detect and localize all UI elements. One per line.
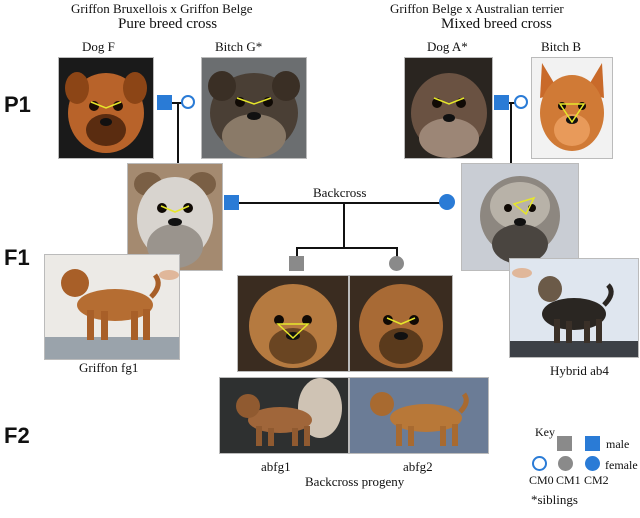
- dog-f-label: Dog F: [82, 39, 115, 54]
- key-male-label: male: [606, 437, 630, 451]
- bitch-g-photo: [201, 57, 307, 159]
- f1-male-symbol: [224, 195, 239, 210]
- abfg1-label: abfg1: [261, 459, 291, 474]
- key-cm0-label: CM0: [529, 473, 554, 487]
- key-title: Key: [535, 425, 555, 439]
- hybrid-ab4-photo: [509, 258, 639, 358]
- offspring-bar: [296, 247, 397, 249]
- abfg1-photo: [219, 377, 349, 454]
- key-cm2-label: CM2: [584, 473, 609, 487]
- generation-p1: P1: [4, 92, 31, 117]
- left-group-title: Griffon Bruxellois x Griffon Belge: [71, 1, 253, 16]
- abfg2-photo: [349, 377, 489, 454]
- key-cm1-symbol: [558, 456, 573, 471]
- abfg2-label: abfg2: [403, 459, 433, 474]
- right-group-subtitle: Mixed breed cross: [441, 16, 552, 32]
- backcross-label: Backcross: [313, 185, 367, 200]
- generation-f2: F2: [4, 423, 30, 448]
- key-male-symbol: [585, 436, 600, 451]
- backcross-face-1-photo: [237, 275, 349, 372]
- mating-line-right: [509, 102, 515, 104]
- key-cm0-symbol: [532, 456, 547, 471]
- backcross-face-2-photo: [349, 275, 453, 372]
- left-group-subtitle: Pure breed cross: [118, 16, 218, 32]
- f1-female-symbol: [439, 194, 455, 210]
- dog-f-male-symbol: [157, 95, 172, 110]
- bitch-g-female-symbol: [181, 95, 195, 109]
- key-cm2-symbol: [585, 456, 600, 471]
- dog-a-male-symbol: [494, 95, 509, 110]
- descent-line-right: [510, 102, 512, 164]
- griffon-fg1-label: Griffon fg1: [79, 360, 139, 375]
- key-female-label: female: [605, 458, 638, 472]
- offspring-right-drop: [396, 247, 398, 257]
- generation-f1: F1: [4, 245, 30, 270]
- dog-a-label: Dog A*: [427, 39, 468, 54]
- right-group-title: Griffon Belge x Australian terrier: [390, 1, 564, 16]
- bitch-b-label: Bitch B: [541, 39, 582, 54]
- bitch-g-label: Bitch G*: [215, 39, 263, 54]
- bitch-b-photo: [531, 57, 613, 159]
- griffon-fg1-photo: [44, 254, 180, 360]
- dog-f-photo: [58, 57, 154, 159]
- descent-line-left: [177, 102, 179, 164]
- backcross-line: [239, 202, 440, 204]
- offspring-female-symbol: [389, 256, 404, 271]
- key-cm1-label: CM1: [556, 473, 581, 487]
- f1-female-photo: [461, 163, 579, 271]
- bitch-b-female-symbol: [514, 95, 528, 109]
- hybrid-ab4-label: Hybrid ab4: [550, 363, 609, 378]
- backcross-descent-line: [343, 202, 345, 248]
- f1-male-photo: [127, 163, 223, 271]
- offspring-male-symbol: [289, 256, 304, 271]
- key-siblings-note: *siblings: [531, 492, 578, 507]
- dog-a-photo: [404, 57, 493, 159]
- key-gray-square: [557, 436, 572, 451]
- backcross-progeny-label: Backcross progeny: [305, 474, 405, 489]
- offspring-left-drop: [296, 247, 298, 257]
